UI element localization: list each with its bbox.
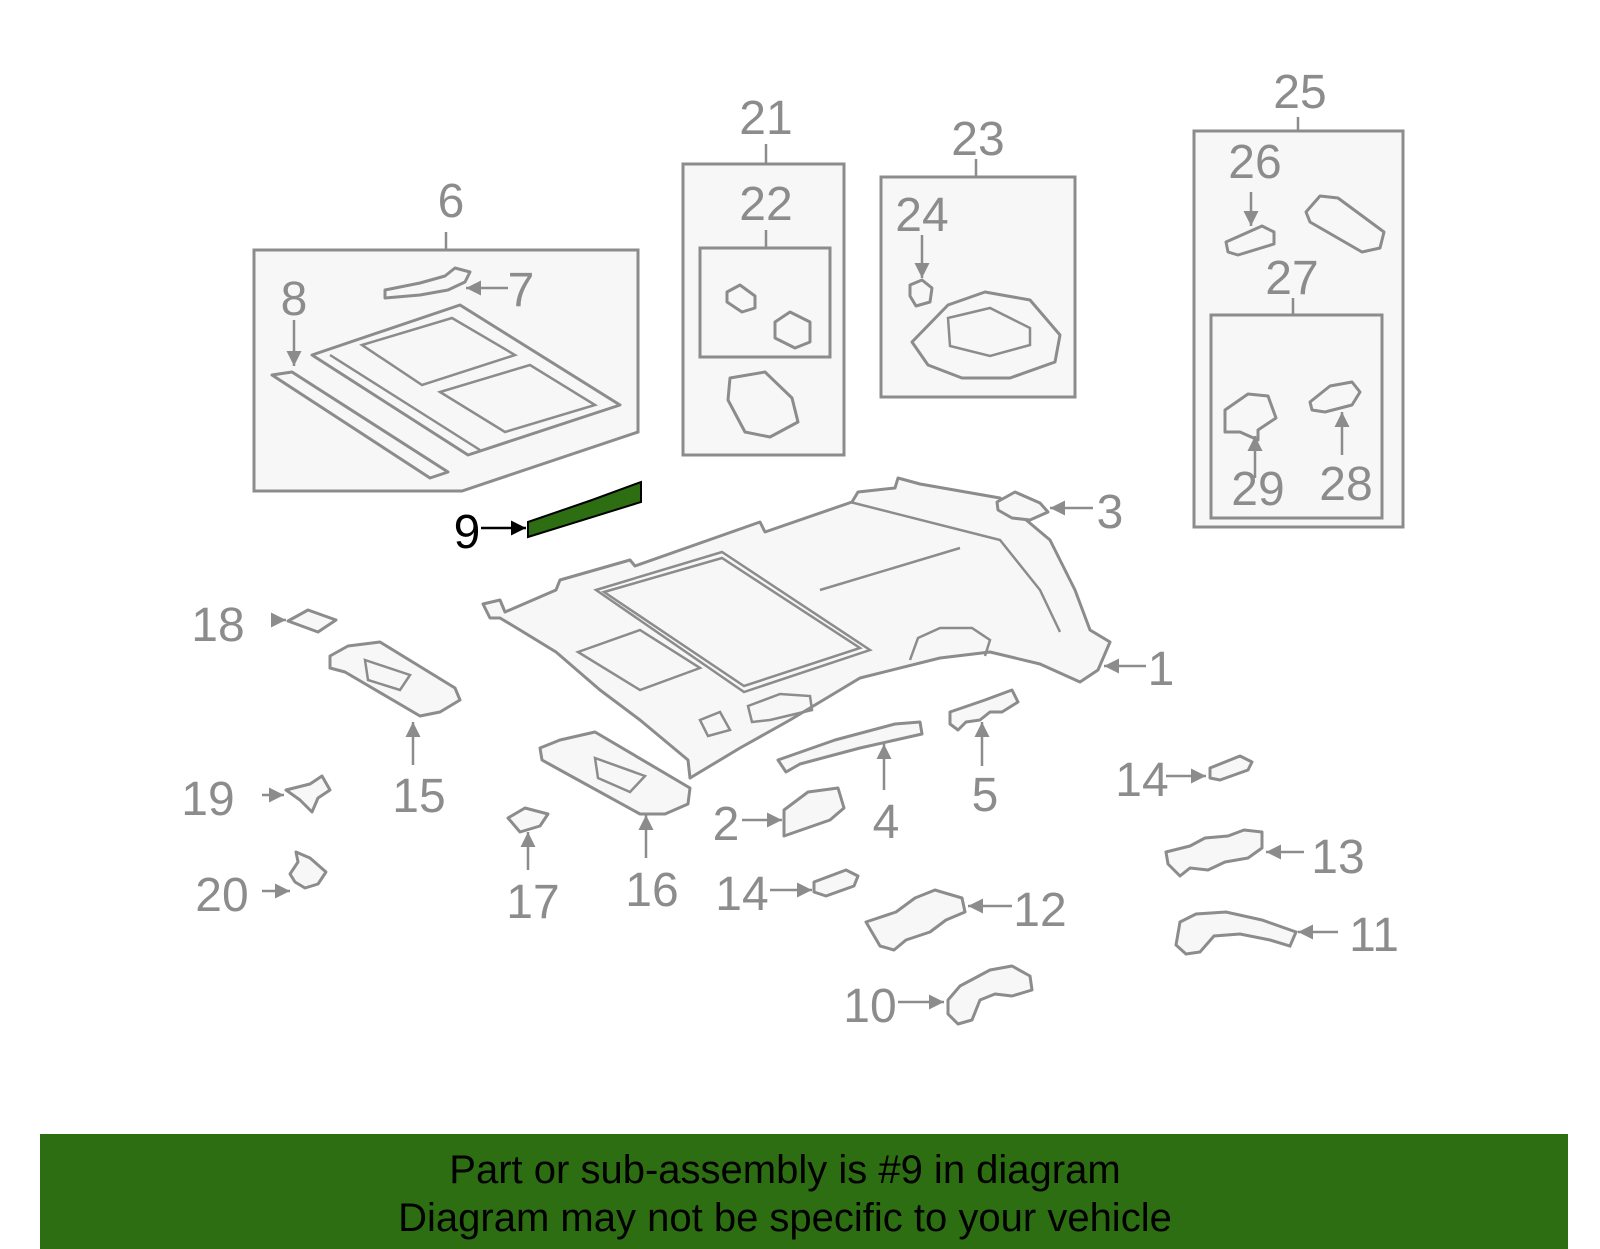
part-18-clip [286, 608, 338, 634]
part-5-bracket [948, 688, 1020, 732]
callout-29: 29 [1231, 463, 1284, 516]
callout-10: 10 [843, 980, 896, 1033]
part-4-trim-panel [776, 720, 924, 774]
callout-14-upper: 14 [1115, 754, 1168, 807]
callout-18: 18 [191, 599, 244, 652]
part-6-sunroof-frame [310, 303, 622, 457]
part-21-lamp-housing [726, 370, 800, 439]
part-22-socket [773, 310, 812, 350]
callout-2: 2 [713, 798, 740, 851]
callout-1: 1 [1148, 643, 1175, 696]
part-1-headliner-shell [481, 476, 1112, 780]
callout-16: 16 [625, 864, 678, 917]
part-28-bulb [1308, 380, 1362, 414]
parts-10-14: 14 13 11 14 12 10 [715, 754, 1399, 1033]
part-25-lens [1304, 194, 1386, 254]
callout-25: 25 [1273, 66, 1326, 119]
callout-8: 8 [281, 273, 308, 326]
part-1-headliner: 1 [481, 476, 1175, 780]
part-22-bulb [725, 283, 757, 314]
group-21: 21 22 [681, 92, 846, 457]
callout-27: 27 [1265, 252, 1318, 305]
callout-21: 21 [739, 92, 792, 145]
part-12-pad [864, 888, 967, 952]
callout-20: 20 [195, 869, 248, 922]
callout-26: 26 [1228, 136, 1281, 189]
banner-line-1: Part or sub-assembly is #9 in diagram [449, 1148, 1121, 1192]
callout-7: 7 [508, 264, 535, 317]
part-9-highlighted: 9 [454, 480, 642, 559]
part-16-sun-visor [538, 730, 692, 816]
callout-6: 6 [438, 175, 465, 228]
callout-23: 23 [951, 113, 1004, 166]
part-13-pad [1164, 828, 1264, 878]
part-8-seal-strip [270, 370, 450, 480]
part-7-clip [383, 266, 472, 300]
callout-22: 22 [739, 178, 792, 231]
parts-2-4-5: 2 4 5 [713, 688, 1020, 851]
callout-15: 15 [392, 770, 445, 823]
part-3: 3 [995, 486, 1124, 539]
callout-28: 28 [1319, 458, 1372, 511]
callout-14-lower: 14 [715, 868, 768, 921]
callout-24: 24 [895, 189, 948, 242]
part-20-clip [288, 850, 328, 890]
part-26-bulb [1224, 224, 1276, 257]
part-17-clip [506, 806, 550, 834]
group-25: 25 26 27 28 29 [1192, 66, 1405, 529]
parts-16-17: 16 17 [506, 730, 692, 929]
part-19-clip [284, 774, 332, 814]
part-24-bulb [908, 278, 934, 308]
group-6-sunroof-panel: 6 7 8 [252, 175, 640, 493]
callout-3: 3 [1097, 486, 1124, 539]
callout-13: 13 [1311, 831, 1364, 884]
part-2-cover [782, 786, 846, 838]
part-29-socket [1223, 392, 1278, 442]
group-23: 23 24 [879, 113, 1077, 399]
part-9-trim-strip [527, 480, 642, 539]
parts-15-18: 18 15 [191, 599, 462, 823]
part-15-sun-visor [328, 640, 462, 718]
callout-9: 9 [454, 506, 481, 559]
callout-19: 19 [181, 773, 234, 826]
parts-19-20: 19 20 [181, 773, 332, 922]
part-3-clip [995, 490, 1050, 522]
part-23-dome-lamp [910, 290, 1062, 380]
part-14b-cap [812, 868, 860, 898]
part-14a-cap [1208, 754, 1254, 782]
banner-line-2: Diagram may not be specific to your vehi… [398, 1196, 1172, 1240]
callout-17: 17 [506, 876, 559, 929]
info-banner: Part or sub-assembly is #9 in diagram Di… [40, 1134, 1568, 1249]
callout-12: 12 [1013, 884, 1066, 937]
callout-4: 4 [873, 796, 900, 849]
part-10-grab-handle [946, 964, 1034, 1026]
callout-5: 5 [972, 769, 999, 822]
callout-11: 11 [1349, 909, 1399, 962]
